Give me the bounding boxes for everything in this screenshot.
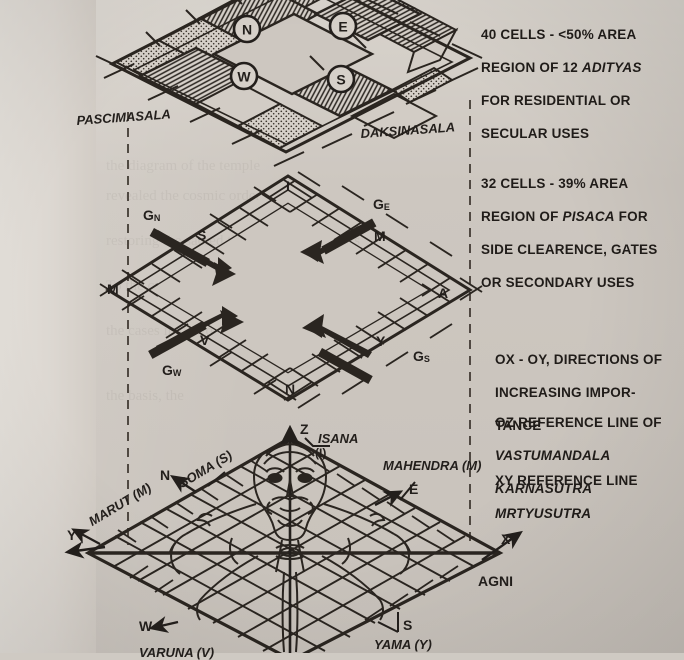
top-direction-markers: N E W S: [229, 11, 358, 94]
direction-arrow-n: [169, 475, 197, 494]
gate-arrow-w: [148, 306, 244, 359]
middle-diagram-pisaca: [99, 171, 483, 409]
caption-ox-oy: OX - OY, DIRECTIONS OF INCREASING IMPOR-…: [495, 336, 662, 435]
caption-pisaca-line2a: REGION OF: [481, 209, 563, 225]
bottom-diagram-mandala: [64, 424, 523, 653]
caption-oz-line1: OZ REFERENCE LINE OF: [495, 415, 662, 431]
caption-adityas-line3: FOR RESIDENTIAL OR: [481, 93, 631, 109]
label-dir-w: W: [139, 618, 153, 634]
caption-adityas-line4: SECULAR USES: [481, 126, 590, 142]
direction-arrow-w: [148, 616, 179, 633]
label-middle-corner-left: M: [107, 281, 119, 297]
label-isana-symbol: (I): [315, 446, 327, 460]
caption-pisaca-line1: 32 CELLS - 39% AREA: [481, 176, 629, 192]
top-marker-w: W: [229, 61, 259, 91]
label-gate-n: GN: [143, 207, 160, 223]
caption-xy: XY REFERENCE LINE MRTYUSUTRA: [495, 457, 638, 523]
top-marker-s-label: S: [336, 72, 345, 88]
caption-oz-line2: VASTUMANDALA: [495, 448, 611, 464]
label-axis-z: Z: [300, 421, 309, 437]
caption-adityas-line2b: ADITYAS: [581, 60, 642, 76]
caption-xy-line2: MRTYUSUTRA: [495, 506, 592, 522]
label-agni: AGNI: [478, 573, 513, 589]
label-middle-corner-top: I: [286, 178, 290, 194]
caption-xy-line1: XY REFERENCE LINE: [495, 473, 638, 489]
caption-oxoy-line2: INCREASING IMPOR-: [495, 385, 636, 401]
axis-y: [64, 528, 106, 559]
top-diagram-adityas: N E W S: [95, 0, 483, 167]
caption-pisaca-line2c: FOR: [614, 209, 648, 225]
label-mahendra: MAHENDRA (M): [383, 458, 482, 473]
caption-pisaca-line3: SIDE CLEARENCE, GATES: [481, 242, 658, 258]
direction-arrow-e: [374, 490, 404, 507]
label-gate-e-base: G: [373, 196, 384, 212]
caption-adityas: 40 CELLS - <50% AREA REGION OF 12 ADITYA…: [481, 11, 642, 143]
label-yama: YAMA (Y): [374, 637, 432, 652]
top-marker-n-label: N: [242, 22, 252, 38]
middle-ribs-sw: [129, 283, 313, 401]
caption-adityas-line2a: REGION OF 12: [481, 60, 582, 76]
label-gate-s-sub: S: [423, 354, 430, 364]
middle-court: [150, 204, 428, 372]
top-outer-diamond: [108, 0, 474, 154]
caption-oz: OZ REFERENCE LINE OF VASTUMANDALA KARNAS…: [495, 399, 662, 498]
label-middle-corner-right: A: [438, 285, 449, 301]
label-leaders: [207, 437, 416, 501]
top-marker-n: N: [232, 14, 262, 44]
caption-oxoy-line1: OX - OY, DIRECTIONS OF: [495, 352, 663, 368]
caption-pisaca-line2b: PISACA: [562, 209, 615, 225]
top-grid-ticks: [95, 0, 483, 167]
label-gate-s-base: G: [413, 348, 424, 364]
gate-arrow-e: [300, 218, 377, 264]
label-dir-n: N: [160, 467, 171, 483]
label-axis-x: X: [501, 531, 511, 547]
label-gate-n-sub: N: [153, 213, 161, 223]
axis-x: [481, 530, 523, 561]
top-marker-w-label: W: [237, 69, 251, 85]
label-gate-w-base: G: [162, 362, 173, 378]
label-isana: ISANA: [318, 431, 359, 446]
direction-leader-s: [377, 612, 399, 633]
label-middle-edge-s: S: [197, 227, 207, 243]
caption-pisaca-line4: OR SECONDARY USES: [481, 275, 635, 291]
top-marker-s: S: [326, 64, 356, 94]
label-gate-n-base: G: [143, 207, 154, 223]
label-dir-s: S: [403, 617, 413, 633]
middle-ribs-ne: [267, 179, 451, 297]
brahmasthana: [275, 544, 305, 560]
caption-oz-line3: KARNASUTRA: [495, 481, 593, 497]
top-ring-inner-lines: [132, 0, 454, 145]
label-middle-edge-y: Y: [376, 333, 386, 349]
label-middle-corner-bottom: N: [285, 381, 296, 397]
label-gate-s: GS: [413, 348, 430, 364]
label-gate-e: GE: [373, 196, 390, 212]
label-gate-w-sub: W: [172, 368, 182, 378]
caption-adityas-line1: 40 CELLS - <50% AREA: [481, 27, 637, 43]
top-marker-e-label: E: [338, 19, 347, 35]
label-dir-e: E: [409, 481, 419, 497]
gate-arrows: [148, 218, 377, 384]
label-gate-e-sub: E: [383, 202, 390, 212]
gate-arrow-n: [149, 227, 236, 286]
label-middle-edge-v: V: [200, 332, 210, 348]
top-marker-e: E: [328, 11, 358, 41]
caption-pisaca: 32 CELLS - 39% AREA REGION OF PISACA FOR…: [481, 160, 657, 292]
label-axis-y: Y: [67, 527, 77, 543]
label-gate-w: GW: [162, 362, 181, 378]
middle-ribs-se: [267, 283, 451, 401]
label-middle-edge-m: M: [374, 228, 386, 244]
middle-ribs-nw: [129, 179, 313, 297]
gate-arrow-s: [302, 314, 373, 384]
caption-oxoy-line3: TANCE: [495, 418, 542, 434]
